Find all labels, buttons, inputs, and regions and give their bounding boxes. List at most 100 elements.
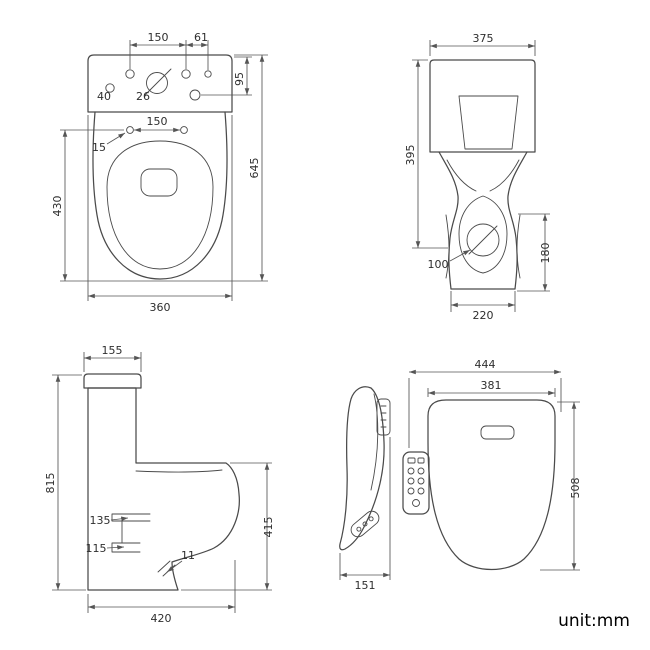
dim-label: 381: [481, 379, 502, 392]
panel-display: [417, 457, 425, 464]
top-view: 150 61 95 40 26 150 15 430: [51, 31, 268, 314]
drain-slash: [468, 225, 498, 255]
seat-bolt-hole-right: [180, 126, 188, 134]
lid-damper: [480, 425, 515, 440]
dim-61: 61: [186, 31, 209, 70]
dim-label-hole40: 40: [97, 90, 111, 103]
dim-508: 508: [540, 401, 582, 571]
dim-815: 815: [44, 374, 86, 591]
dim-label: 100: [428, 258, 449, 271]
panel-button: [417, 467, 425, 475]
dim-label: 61: [194, 31, 208, 44]
nozzle-hole: [362, 521, 368, 527]
dim-381: 381: [427, 379, 556, 397]
dim-label: 151: [355, 579, 376, 592]
hole-dia40: [105, 83, 115, 93]
control-panel: [402, 451, 430, 515]
base-outline-left: [438, 151, 528, 290]
panel-button: [407, 467, 415, 475]
trapway-curves: [445, 159, 521, 279]
tank-hole-left: [125, 69, 135, 79]
tank-top-outline: [87, 54, 233, 113]
tank-hole-right: [181, 69, 191, 79]
dim-label: 95: [233, 72, 246, 86]
nozzle-hole: [368, 516, 374, 522]
dim-360: 360: [87, 115, 233, 314]
seat-inner-curve: [370, 393, 379, 491]
dim-155: 155: [83, 344, 142, 372]
side-wing-buttons: [380, 405, 387, 428]
seat-view: 444 381 508 151: [339, 358, 582, 592]
seat-edge-line: [135, 469, 223, 473]
hole-dia95: [189, 89, 201, 101]
dim-label: 415: [262, 517, 275, 538]
leader-line: [110, 516, 129, 522]
dim-label: 155: [102, 344, 123, 357]
dim-label: 150: [147, 115, 168, 128]
extension-lines: [83, 352, 142, 372]
dim-11: 11: [166, 549, 195, 573]
dim-95: 95: [201, 56, 252, 96]
panel-display: [407, 457, 416, 464]
dim-115: 115: [86, 542, 125, 555]
dim-label: 508: [569, 478, 582, 499]
dim-100: 100: [428, 249, 471, 271]
dim-label: 444: [475, 358, 496, 371]
inlet-fittings: [111, 513, 151, 553]
dim-label: 220: [473, 309, 494, 322]
dim-180: 180: [517, 213, 552, 292]
panel-button: [407, 477, 415, 485]
dim-415: 415: [181, 462, 275, 591]
back-view: 375 395 100 180 220: [404, 32, 552, 322]
dim-label: 135: [90, 514, 111, 527]
fill-valve-hole: [146, 72, 168, 94]
seat-top-outline: [427, 399, 556, 570]
dim-430: 430: [51, 129, 268, 282]
leader-line: [166, 560, 183, 573]
fill-valve-slash: [144, 68, 172, 96]
dim-label: 115: [86, 542, 107, 555]
extension-lines: [450, 291, 516, 312]
dim-444: 444: [408, 358, 562, 448]
drain-recess: [458, 195, 508, 274]
side-view: 155 815 135 115 11 415 420: [44, 344, 275, 625]
dim-150-seat: 150: [134, 115, 180, 133]
dim-label-hole26: 26: [136, 90, 150, 103]
dim-135: 135: [90, 514, 129, 527]
dim-label: 420: [151, 612, 172, 625]
seat-bolt-hole-left: [126, 126, 134, 134]
dim-label: 395: [404, 145, 417, 166]
dim-label: 15: [92, 141, 106, 154]
extension-lines: [52, 374, 86, 591]
dim-label: 180: [539, 243, 552, 264]
unit-label: unit:mm: [558, 611, 630, 631]
flush-outlet: [140, 168, 178, 197]
extension-lines: [60, 129, 268, 282]
extension-lines: [87, 560, 236, 613]
dim-645: 645: [234, 54, 268, 281]
dim-375: 375: [429, 32, 536, 56]
extension-lines: [339, 437, 391, 580]
dim-label: 375: [473, 32, 494, 45]
dim-151: 151: [339, 437, 391, 592]
dim-15: 15: [92, 132, 126, 154]
dim-label: 430: [51, 196, 64, 217]
extension-lines: [408, 378, 562, 448]
dim-label: 11: [181, 549, 195, 562]
leader-line: [449, 249, 471, 262]
dim-label: 815: [44, 473, 57, 494]
extension-lines: [181, 462, 272, 591]
dim-220: 220: [450, 291, 516, 322]
bowl-rim-outline: [106, 140, 214, 270]
tank-back-panel: [458, 95, 519, 150]
dim-420: 420: [87, 560, 236, 625]
nozzle-hole: [356, 526, 362, 532]
dim-label: 360: [150, 301, 171, 314]
panel-button: [417, 477, 425, 485]
drain-hole: [466, 223, 500, 257]
panel-button: [412, 499, 420, 507]
body-profile-outline: [87, 387, 240, 591]
dim-label: 645: [248, 158, 261, 179]
